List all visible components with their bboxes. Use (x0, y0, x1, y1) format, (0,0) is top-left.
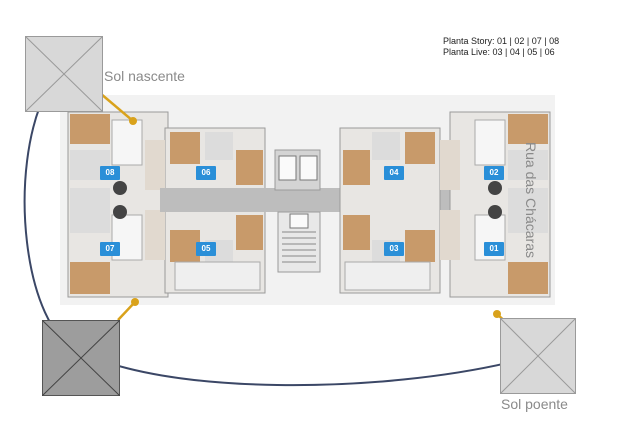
unit-tag-07: 07 (100, 242, 120, 256)
sunrise-box-icon (25, 36, 103, 112)
right-wing (339, 111, 551, 298)
unit-tag-01: 01 (484, 242, 504, 256)
sunset-label: Sol poente (501, 396, 568, 412)
unit-tag-05: 05 (196, 242, 216, 256)
legend-story: Planta Story: 01 | 02 | 07 | 08 (443, 36, 560, 46)
legend-live: Planta Live: 03 | 04 | 05 | 06 (443, 47, 555, 57)
sunrise-label: Sol nascente (104, 68, 185, 84)
sun-marker-rise (129, 117, 137, 125)
unit-tag-08: 08 (100, 166, 120, 180)
sunset-box-icon (500, 318, 576, 394)
street-label: Rua das Chácaras (523, 142, 539, 258)
sun-marker-set (493, 310, 501, 318)
unit-tag-02: 02 (484, 166, 504, 180)
building-core (274, 149, 321, 273)
shadow-box-icon (42, 320, 120, 396)
unit-tag-04: 04 (384, 166, 404, 180)
unit-tag-03: 03 (384, 242, 404, 256)
sun-marker-rise-2 (131, 298, 139, 306)
plan-legend: Planta Story: 01 | 02 | 07 | 08 Planta L… (443, 36, 559, 58)
unit-tag-06: 06 (196, 166, 216, 180)
